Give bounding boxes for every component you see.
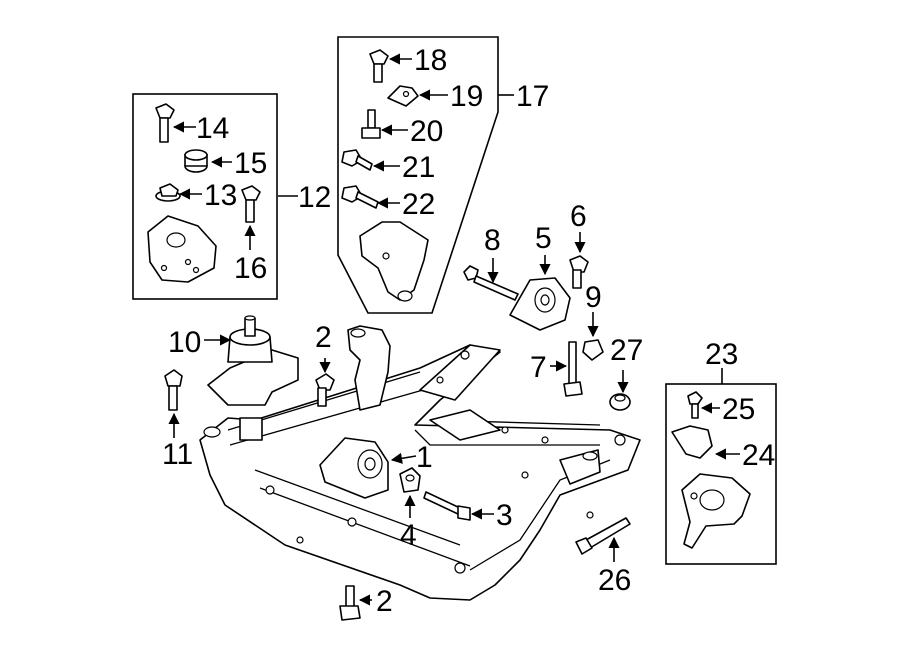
part-12-bracket bbox=[147, 215, 217, 283]
callout-16: 16 bbox=[234, 252, 267, 285]
callout-20: 20 bbox=[410, 115, 443, 148]
callout-2-upper: 2 bbox=[315, 321, 332, 354]
callout-21: 21 bbox=[402, 151, 435, 184]
part-7-bolt bbox=[563, 341, 583, 397]
part-8-bolt bbox=[463, 265, 519, 301]
callout-18: 18 bbox=[414, 44, 447, 77]
part-23-mount bbox=[681, 473, 751, 549]
callout-1: 1 bbox=[416, 441, 433, 474]
part-9-nut bbox=[582, 339, 604, 361]
part-3-bolt bbox=[423, 491, 471, 521]
callout-6: 6 bbox=[570, 200, 587, 233]
leaders bbox=[168, 53, 740, 606]
callout-2-lower: 2 bbox=[376, 585, 393, 618]
callout-8: 8 bbox=[484, 224, 501, 257]
callout-10: 10 bbox=[168, 326, 201, 359]
part-14-bolt bbox=[155, 103, 175, 143]
callout-11: 11 bbox=[162, 438, 193, 471]
part-2-bolt-lower bbox=[339, 585, 361, 621]
part-4-nut bbox=[399, 467, 421, 493]
group-box-23 bbox=[665, 383, 777, 565]
callout-7: 7 bbox=[530, 351, 547, 384]
part-10-engine-mount bbox=[207, 315, 299, 406]
part-17-bracket bbox=[359, 221, 429, 302]
part-21-bolt bbox=[341, 149, 373, 171]
callout-17: 17 bbox=[516, 80, 549, 113]
callout-19: 19 bbox=[450, 80, 483, 113]
part-19-bracket bbox=[387, 85, 419, 107]
part-18-bolt bbox=[369, 49, 389, 83]
part-1-mount bbox=[319, 437, 389, 499]
callout-22: 22 bbox=[402, 188, 435, 221]
callout-12: 12 bbox=[298, 181, 331, 214]
callout-15: 15 bbox=[234, 147, 267, 180]
part-13-nut bbox=[155, 183, 181, 202]
callout-27: 27 bbox=[610, 334, 643, 367]
part-20-stud bbox=[361, 109, 381, 139]
part-26-bolt bbox=[575, 517, 631, 555]
callout-26: 26 bbox=[598, 564, 631, 597]
part-6-bolt bbox=[569, 255, 589, 289]
callout-14: 14 bbox=[196, 112, 229, 145]
part-5-mount bbox=[509, 277, 571, 331]
callout-24: 24 bbox=[742, 439, 775, 472]
part-22-bolt bbox=[341, 185, 379, 209]
group-box-17 bbox=[337, 36, 499, 314]
callout-9: 9 bbox=[585, 281, 602, 314]
part-25-bolt bbox=[687, 391, 703, 419]
part-15-spacer bbox=[184, 149, 208, 173]
callout-13: 13 bbox=[204, 179, 237, 212]
part-16-bolt bbox=[241, 185, 261, 223]
part-2-bolt-upper bbox=[315, 373, 335, 407]
part-27-bushing bbox=[609, 393, 631, 411]
part-11-bolt bbox=[164, 369, 183, 411]
callout-5: 5 bbox=[535, 222, 552, 255]
callout-23: 23 bbox=[705, 338, 738, 371]
part-24-bracket bbox=[671, 425, 713, 459]
callout-labels: 1 2 2 3 4 5 6 7 8 9 10 11 12 13 14 15 16… bbox=[162, 44, 775, 618]
callout-3: 3 bbox=[496, 499, 513, 532]
callout-25: 25 bbox=[722, 393, 755, 426]
group-box-12 bbox=[132, 93, 278, 300]
callout-4: 4 bbox=[400, 519, 417, 552]
